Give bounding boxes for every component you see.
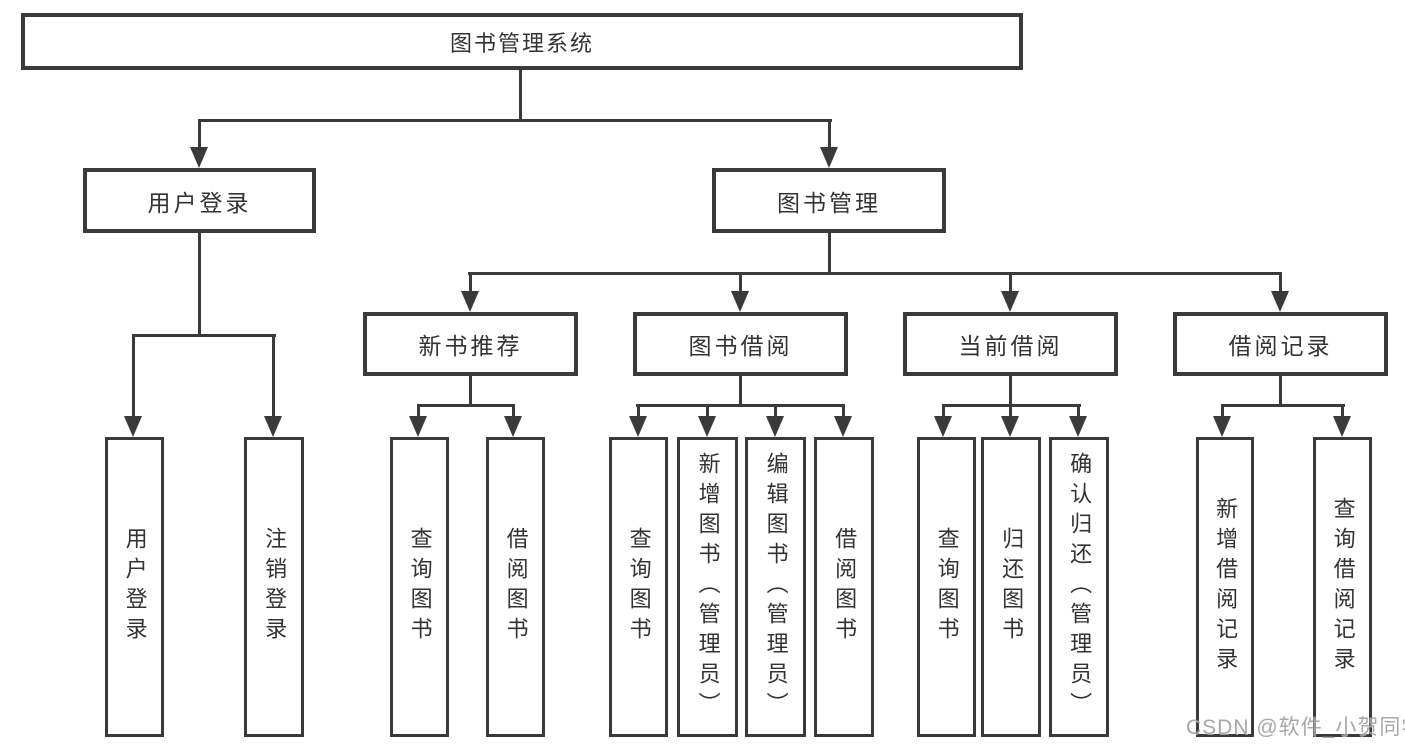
arrow-down-icon <box>124 416 142 437</box>
node-borrow-records: 借阅记录 <box>1173 312 1388 376</box>
node-book-mgmt-group: 图书管理 <box>712 168 946 233</box>
connector-line <box>417 404 515 407</box>
connector-line <box>1009 272 1012 294</box>
connector-line <box>706 404 709 418</box>
arrow-down-icon <box>1069 416 1087 437</box>
node-leaf-nb-borrow-books: 借阅图书 <box>486 437 545 737</box>
connector-line <box>842 404 845 418</box>
arrow-down-icon <box>190 147 208 168</box>
node-leaf-cb-confirm-return-label: 确认归还（管理员） <box>1067 452 1093 722</box>
arrow-down-icon <box>1213 416 1231 437</box>
arrow-down-icon <box>698 416 716 437</box>
connector-line <box>1279 272 1282 294</box>
node-leaf-bb-edit-books: 编辑图书（管理员） <box>745 437 806 737</box>
node-leaf-user-login: 用户登录 <box>105 437 164 737</box>
node-leaf-cb-return-books: 归还图书 <box>981 437 1041 737</box>
node-leaf-bb-query-books: 查询图书 <box>609 437 668 737</box>
connector-line <box>468 272 1282 275</box>
connector-line <box>198 233 201 336</box>
connector-line <box>132 334 135 416</box>
connector-line <box>272 334 275 416</box>
node-leaf-bb-add-books: 新增图书（管理员） <box>677 437 738 737</box>
node-leaf-nb-query-books: 查询图书 <box>390 437 449 737</box>
node-leaf-cb-query-books: 查询图书 <box>917 437 976 737</box>
node-leaf-cb-confirm-return: 确认归还（管理员） <box>1049 437 1109 737</box>
node-leaf-br-add-record-label: 新增借阅记录 <box>1213 497 1239 677</box>
node-book-mgmt-group-label: 图书管理 <box>777 189 881 216</box>
node-leaf-bb-edit-books-label: 编辑图书（管理员） <box>763 452 789 722</box>
arrow-down-icon <box>409 416 427 437</box>
connector-line <box>512 404 515 418</box>
node-leaf-bb-borrow-books: 借阅图书 <box>814 437 874 737</box>
arrow-down-icon <box>1001 291 1019 312</box>
connector-line <box>1221 404 1345 407</box>
connector-line <box>1009 404 1012 418</box>
node-leaf-cb-query-books-label: 查询图书 <box>934 527 960 647</box>
node-current-borrow-label: 当前借阅 <box>958 333 1063 359</box>
node-leaf-bb-borrow-books-label: 借阅图书 <box>832 527 858 647</box>
connector-line <box>132 334 276 337</box>
node-borrow-records-label: 借阅记录 <box>1228 333 1333 359</box>
arrow-down-icon <box>766 416 784 437</box>
connector-line <box>942 404 945 418</box>
node-leaf-bb-add-books-label: 新增图书（管理员） <box>695 452 721 722</box>
node-leaf-user-login-label: 用户登录 <box>122 527 148 647</box>
node-leaf-logout-label: 注销登录 <box>262 527 288 647</box>
connector-line <box>1009 376 1012 406</box>
connector-line <box>1077 404 1080 418</box>
connector-line <box>637 404 640 418</box>
connector-line <box>519 70 522 121</box>
node-leaf-logout: 注销登录 <box>244 437 304 737</box>
node-user-login-group: 用户登录 <box>83 168 316 233</box>
connector-line <box>739 272 742 294</box>
arrow-down-icon <box>820 147 838 168</box>
csdn-watermark: CSDN @软件_小贺同学 <box>1186 716 1405 739</box>
arrow-down-icon <box>834 416 852 437</box>
connector-line <box>774 404 777 418</box>
node-leaf-br-add-record: 新增借阅记录 <box>1196 437 1254 737</box>
connector-line <box>1341 404 1344 418</box>
connector-line <box>417 404 420 418</box>
arrow-down-icon <box>504 416 522 437</box>
connector-line <box>828 233 831 275</box>
arrow-down-icon <box>1333 416 1351 437</box>
connector-line <box>636 404 845 407</box>
node-book-borrow-label: 图书借阅 <box>688 333 793 359</box>
node-book-borrow: 图书借阅 <box>633 312 848 376</box>
node-root-label: 图书管理系统 <box>449 30 594 56</box>
connector-line <box>469 272 472 294</box>
arrow-down-icon <box>731 291 749 312</box>
node-root: 图书管理系统 <box>21 13 1023 70</box>
connector-line <box>1279 376 1282 406</box>
node-leaf-nb-borrow-books-label: 借阅图书 <box>503 527 529 647</box>
connector-line <box>469 376 472 406</box>
connector-line <box>739 376 742 406</box>
arrow-down-icon <box>629 416 647 437</box>
node-new-book-rec: 新书推荐 <box>363 312 578 376</box>
arrow-down-icon <box>1001 416 1019 437</box>
node-leaf-nb-query-books-label: 查询图书 <box>407 527 433 647</box>
connector-line <box>828 119 831 151</box>
node-current-borrow: 当前借阅 <box>903 312 1118 376</box>
arrow-down-icon <box>461 291 479 312</box>
node-user-login-group-label: 用户登录 <box>147 189 252 216</box>
connector-line <box>198 119 201 151</box>
node-leaf-br-query-record-label: 查询借阅记录 <box>1330 497 1356 677</box>
node-new-book-rec-label: 新书推荐 <box>418 333 523 359</box>
connector-line <box>198 119 832 122</box>
arrow-down-icon <box>934 416 952 437</box>
node-leaf-br-query-record: 查询借阅记录 <box>1313 437 1372 737</box>
connector-line <box>1221 404 1224 418</box>
node-leaf-cb-return-books-label: 归还图书 <box>999 527 1025 647</box>
arrow-down-icon <box>264 416 282 437</box>
node-leaf-bb-query-books-label: 查询图书 <box>626 527 652 647</box>
arrow-down-icon <box>1271 291 1289 312</box>
